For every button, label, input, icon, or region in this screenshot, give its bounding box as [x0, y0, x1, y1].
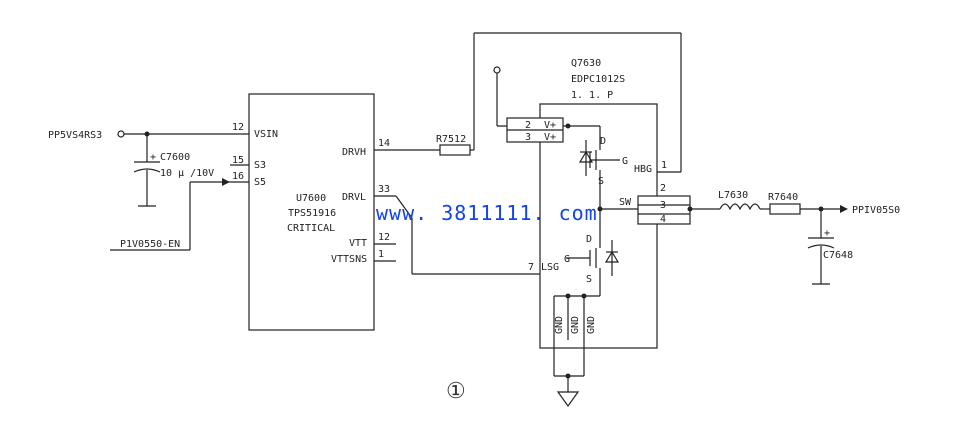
out-arrow: [840, 205, 848, 213]
ic-pin-vsin-num: 12: [232, 122, 244, 133]
hs-s-label: S: [598, 176, 604, 187]
ic-pin-vttsns: VTTSNS: [331, 254, 367, 265]
svg-text:GND: GND: [554, 316, 565, 334]
ic-pin-s3: S3: [254, 160, 266, 171]
watermark: www. 3811111. com: [376, 201, 598, 225]
r7640-label: R7640: [768, 192, 798, 203]
ic-pin-s5-num: 16: [232, 171, 244, 182]
figure-mark: ①: [446, 379, 466, 404]
ic-pin-s5: S5: [254, 177, 266, 188]
vplus-pin-3: 3: [525, 132, 531, 143]
cap-out-ref: C7648: [823, 250, 853, 261]
r7512-label: R7512: [436, 134, 466, 145]
ic-part: TPS51916: [288, 208, 336, 219]
gnd-pin-3: GND: [586, 316, 597, 334]
sw-pin-4: 4: [660, 214, 666, 225]
inductor-l7630: [719, 203, 761, 211]
pp5v-terminal: [117, 130, 125, 138]
ic-note: CRITICAL: [287, 223, 335, 234]
hbg-pin-1: 1: [661, 160, 667, 171]
ic-pin-vtt: VTT: [349, 238, 367, 249]
sw-pin-2: 2: [660, 183, 666, 194]
vplus-dot: [565, 123, 571, 129]
ic-pin-vttsns-num: 1: [378, 249, 384, 260]
ic-pin-drvl: DRVL: [342, 192, 366, 203]
cap-out-plate-bottom: [807, 244, 835, 249]
ls-g-label: G: [564, 254, 570, 265]
r7640-body: [769, 203, 801, 215]
vplus-pin-2: 2: [525, 120, 531, 131]
gnd-pin-1: GND: [554, 316, 565, 334]
out-net-label: PPIV05S0: [852, 205, 900, 216]
sw-out-dot: [687, 206, 693, 212]
sw-pin-box: [637, 195, 691, 225]
mosfet-ref: Q7630: [571, 58, 601, 69]
sw-label: SW: [619, 197, 632, 208]
lsg-label: LSG: [541, 262, 559, 273]
hbg-label: HBG: [634, 164, 652, 175]
pp5v-net-label: PP5VS4RS3: [48, 130, 102, 141]
ic-pin-vtt-num: 12: [378, 232, 390, 243]
inductor-label: L7630: [718, 190, 748, 201]
hs-d-label: D: [600, 136, 606, 147]
ic-pin-drvl-num: 33: [378, 184, 390, 195]
cap-in-ref: C7600: [160, 152, 190, 163]
mosfet-pkg: 1. 1. P: [571, 90, 613, 101]
ic-u7600-body: [248, 93, 375, 331]
cap-in-value: 10 μ /10V: [160, 168, 214, 179]
sw-pin-3: 3: [660, 200, 666, 211]
svg-text:GND: GND: [570, 316, 581, 334]
ls-s-label: S: [586, 274, 592, 285]
en-net-label: P1V0550-EN: [120, 239, 180, 250]
mosfet-part: EDPC1012S: [571, 74, 625, 85]
ic-pin-s3-num: 15: [232, 155, 244, 166]
vplus-label-a: V+: [544, 120, 556, 131]
q7630-body: [539, 103, 658, 349]
gnd-pin-2: GND: [570, 316, 581, 334]
s5-arrow: [222, 178, 230, 186]
ic-pin-drvh: DRVH: [342, 147, 366, 158]
lsg-pin-7: 7: [528, 262, 534, 273]
cap-out-plus: +: [824, 228, 830, 239]
r7512-body: [439, 144, 471, 156]
vplus-label-b: V+: [544, 132, 556, 143]
ic-ref: U7600: [296, 193, 326, 204]
vplus-terminal: [493, 66, 501, 74]
svg-text:GND: GND: [586, 316, 597, 334]
ls-d-label: D: [586, 234, 592, 245]
cap-in-plate-bottom: [133, 168, 161, 173]
hs-g-label: G: [622, 156, 628, 167]
ic-pin-vsin: VSIN: [254, 129, 278, 140]
drvl-wire-b: [395, 195, 413, 219]
ic-pin-drvh-num: 14: [378, 138, 390, 149]
cap-in-plus: +: [150, 152, 156, 163]
ground-symbol: [556, 391, 580, 408]
